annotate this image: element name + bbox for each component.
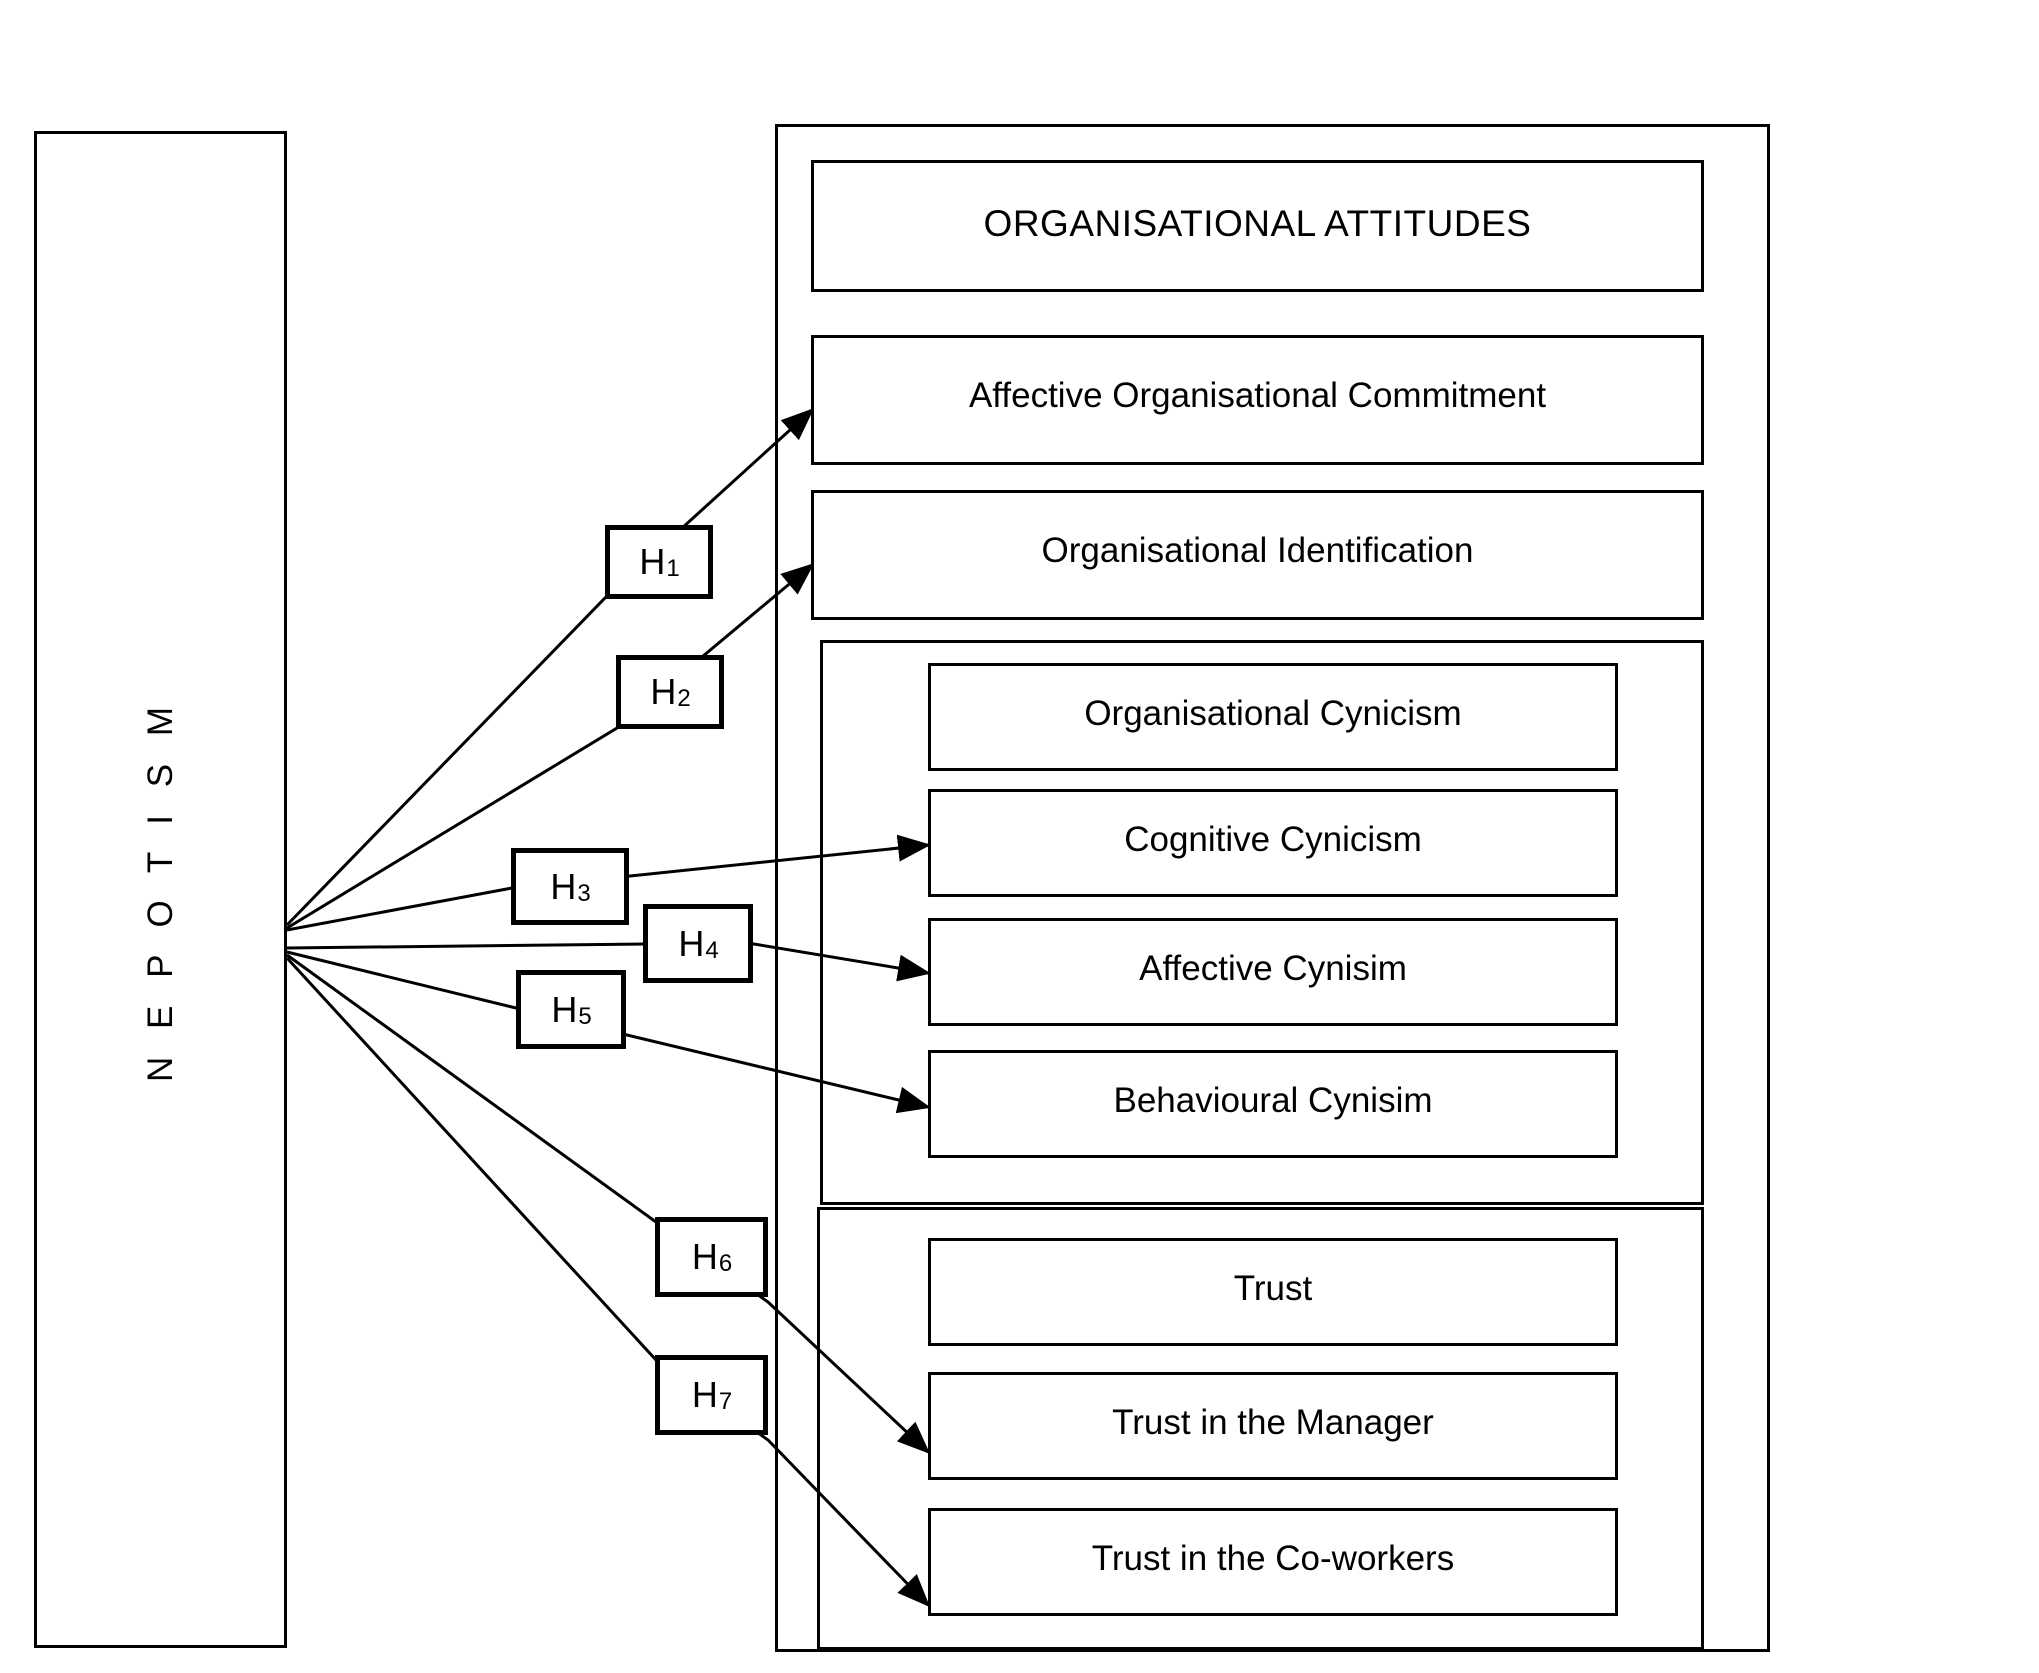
organisational-cynicism-label: Organisational Cynicism — [1084, 694, 1462, 733]
hypothesis-h4-index: 4 — [705, 936, 719, 964]
affective-organisational-commitment-box[interactable]: Affective Organisational Commitment — [811, 335, 1704, 465]
hypothesis-h3-index: 3 — [577, 879, 591, 907]
trust-in-the-coworkers-box[interactable]: Trust in the Co-workers — [928, 1508, 1618, 1616]
hypothesis-h2-index: 2 — [677, 685, 691, 712]
attitudes-header-box[interactable]: ORGANISATIONAL ATTITUDES — [811, 160, 1704, 292]
hypothesis-h3-letter: H — [550, 865, 577, 907]
organisational-identification-box[interactable]: Organisational Identification — [811, 490, 1704, 620]
cognitive-cynicism-label: Cognitive Cynicism — [1124, 820, 1422, 859]
hypothesis-h4-letter: H — [678, 922, 705, 964]
nepotism-box[interactable]: N E P O T I S M — [34, 131, 287, 1648]
affective-cynicism-box[interactable]: Affective Cynisim — [928, 918, 1618, 1026]
trust-in-the-manager-label: Trust in the Manager — [1112, 1403, 1434, 1442]
trust-in-the-coworkers-label: Trust in the Co-workers — [1091, 1539, 1455, 1578]
behavioural-cynicism-label: Behavioural Cynisim — [1113, 1081, 1433, 1120]
hypothesis-h1-letter: H — [639, 541, 666, 582]
affective-cynicism-label: Affective Cynisim — [1139, 949, 1407, 988]
organisational-attitudes-container — [775, 124, 1770, 1652]
nepotism-label: N E P O T I S M — [140, 697, 180, 1082]
hypothesis-h5-index: 5 — [578, 1002, 592, 1030]
hypothesis-h7-index: 7 — [718, 1388, 733, 1415]
cognitive-cynicism-box[interactable]: Cognitive Cynicism — [928, 789, 1618, 897]
organisational-cynicism-box[interactable]: Organisational Cynicism — [928, 663, 1618, 771]
hypothesis-h7-letter: H — [691, 1374, 718, 1415]
organisational-identification-label: Organisational Identification — [1041, 531, 1474, 570]
attitudes-header-label: ORGANISATIONAL ATTITUDES — [983, 203, 1532, 244]
hypothesis-h2-letter: H — [650, 671, 677, 712]
cynicism-group-container — [820, 640, 1704, 1205]
trust-group-container — [817, 1207, 1704, 1650]
trust-label: Trust — [1233, 1269, 1313, 1308]
trust-box[interactable]: Trust — [928, 1238, 1618, 1346]
affective-organisational-commitment-label: Affective Organisational Commitment — [968, 376, 1547, 415]
hypothesis-h6-index: 6 — [718, 1250, 733, 1277]
hypothesis-h1-index: 1 — [666, 555, 680, 582]
hypothesis-h5-letter: H — [551, 988, 578, 1030]
behavioural-cynicism-box[interactable]: Behavioural Cynisim — [928, 1050, 1618, 1158]
trust-in-the-manager-box[interactable]: Trust in the Manager — [928, 1372, 1618, 1480]
hypothesis-h6-letter: H — [691, 1236, 718, 1277]
